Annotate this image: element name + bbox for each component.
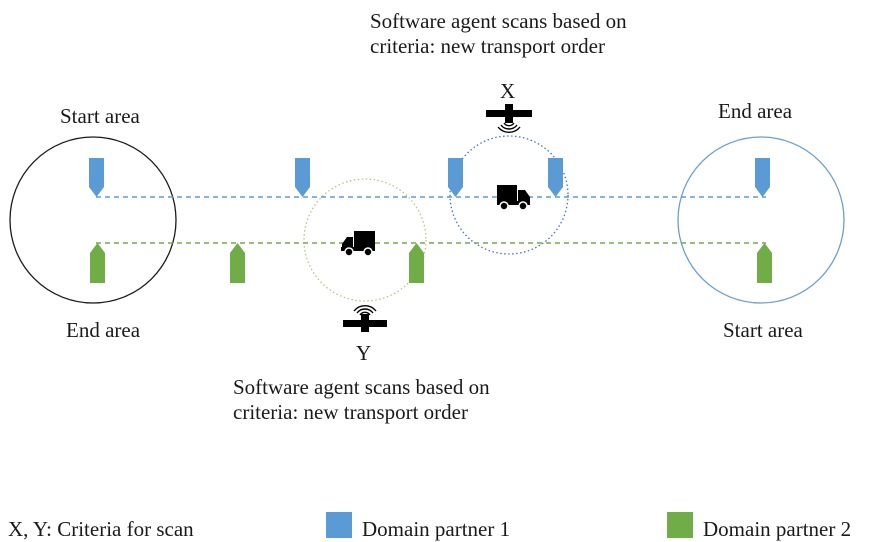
truck-icon — [341, 231, 375, 257]
legend-partner-2-label: Domain partner 2 — [703, 517, 852, 541]
truck-icon — [497, 185, 530, 211]
scan-range-y-circle — [303, 178, 427, 302]
scan-y-description: Software agent scans based on criteria: … — [233, 375, 490, 425]
pentagon-marker-icon — [230, 243, 245, 283]
pentagon-marker-icon — [89, 158, 104, 197]
legend-partner-1-swatch — [326, 512, 352, 538]
left-area-top-label: Start area — [60, 104, 140, 128]
partner-2-markers — [90, 243, 772, 283]
satellite-scanner-icon — [343, 305, 387, 332]
left-area-bottom-label: End area — [66, 318, 141, 342]
pentagon-marker-icon — [755, 158, 770, 197]
partner-1-markers — [89, 158, 770, 197]
right-area-top-label: End area — [718, 99, 793, 123]
satellite-scanner-icon — [486, 104, 532, 133]
pentagon-marker-icon — [90, 243, 105, 283]
right-area-bottom-label: Start area — [723, 318, 803, 342]
legend-criteria: X, Y: Criteria for scan — [8, 517, 194, 541]
scan-x-description: Software agent scans based on criteria: … — [370, 9, 627, 59]
pentagon-marker-icon — [295, 158, 310, 197]
scan-range-x-circle — [449, 135, 569, 255]
scanner-x-label: X — [500, 79, 516, 103]
pentagon-marker-icon — [757, 243, 772, 283]
pentagon-marker-icon — [409, 243, 424, 283]
right-area-circle — [677, 136, 845, 304]
legend-partner-2-swatch — [667, 512, 693, 538]
legend-partner-1-label: Domain partner 1 — [362, 517, 511, 541]
scanner-y-label: Y — [356, 341, 372, 365]
pentagon-marker-icon — [548, 158, 563, 197]
pentagon-marker-icon — [448, 158, 463, 197]
left-area-circle — [9, 136, 177, 304]
